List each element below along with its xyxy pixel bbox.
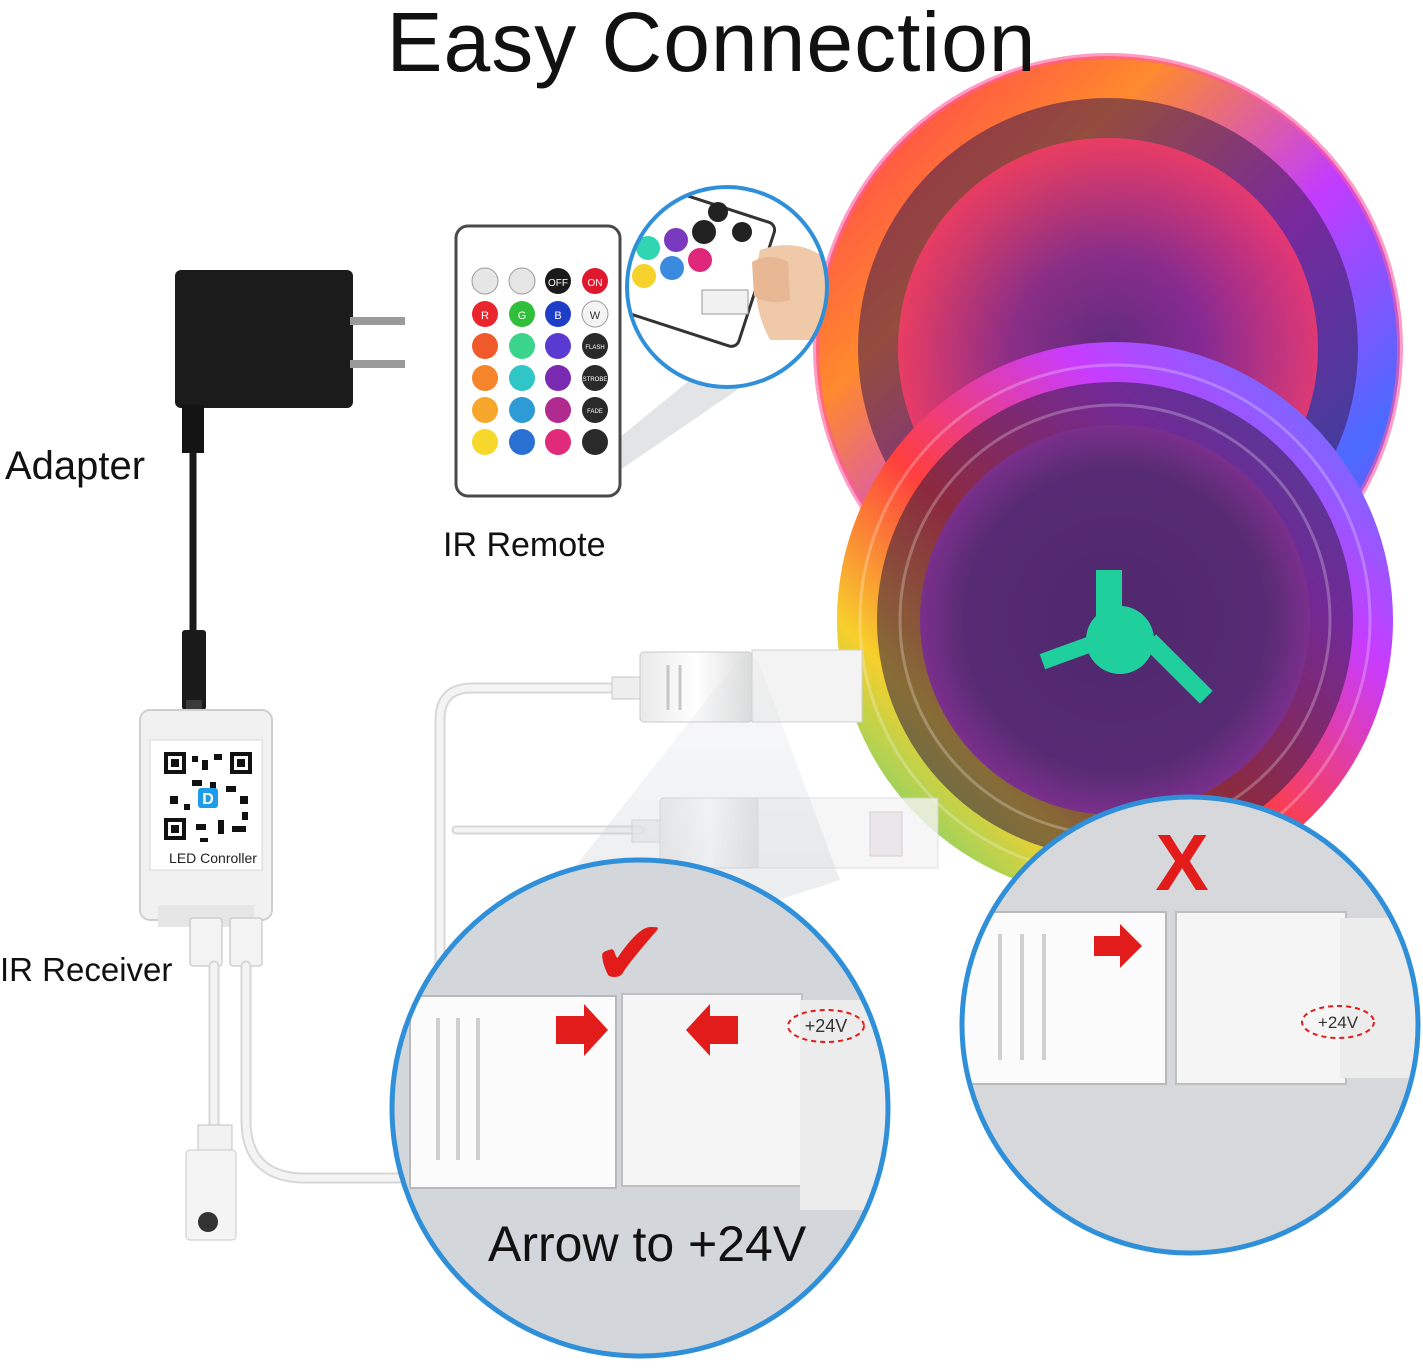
controller-label: LED Conroller bbox=[169, 850, 257, 866]
cross-icon: X bbox=[1155, 818, 1208, 907]
led-controller: D LED Conroller bbox=[139, 709, 273, 967]
arrow-left-icon bbox=[686, 1004, 738, 1056]
adapter-label: Adapter bbox=[5, 444, 146, 488]
ir-receiver-label: IR Receiver bbox=[0, 951, 173, 988]
remote-battery-zoom bbox=[625, 185, 829, 389]
ir-receiver-plug bbox=[185, 1124, 237, 1241]
arrow-right-icon bbox=[556, 1004, 608, 1056]
remote-strobe-label: STROBE bbox=[583, 377, 608, 383]
voltage-mark-wrong: +24V bbox=[1318, 1013, 1359, 1032]
arrow-instruction: Arrow to +24V bbox=[488, 1216, 807, 1272]
remote-off-label: OFF bbox=[548, 278, 568, 289]
wrong-connection-zoom: +24V X bbox=[959, 794, 1421, 1256]
remote-b-label: B bbox=[554, 310, 561, 322]
remote-w-label: W bbox=[590, 310, 601, 322]
page-title: Easy Connection bbox=[386, 0, 1037, 89]
voltage-mark-correct: +24V bbox=[805, 1016, 848, 1036]
reel-spool-hub bbox=[1039, 570, 1213, 704]
remote-r-label: R bbox=[481, 310, 489, 322]
arrow-right-icon bbox=[1094, 924, 1142, 968]
app-logo-icon bbox=[198, 788, 218, 808]
remote-fade-label: FADE bbox=[587, 409, 603, 415]
ir-remote-label: IR Remote bbox=[443, 526, 606, 564]
app-logo-letter: D bbox=[202, 791, 214, 808]
power-adapter bbox=[175, 270, 405, 722]
correct-connection-zoom: +24V ✔ bbox=[389, 857, 891, 1359]
led-strip-reel-front bbox=[837, 342, 1393, 898]
ir-remote: OFF ON R G B W FLASH STROBE FADE bbox=[454, 224, 622, 498]
checkmark-icon: ✔ bbox=[591, 900, 668, 1007]
remote-on-label: ON bbox=[588, 278, 603, 289]
remote-color-grid bbox=[472, 333, 608, 455]
remote-flash-label: FLASH bbox=[585, 345, 604, 351]
remote-g-label: G bbox=[518, 310, 527, 322]
